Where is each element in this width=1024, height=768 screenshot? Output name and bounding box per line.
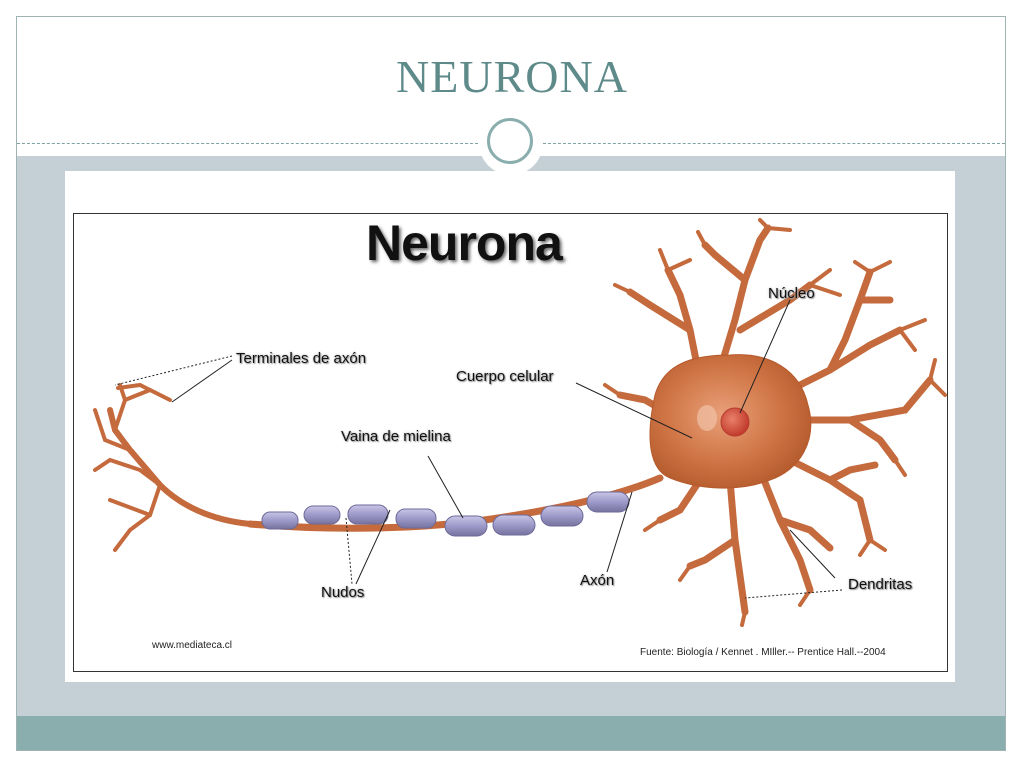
leader-lines <box>114 299 843 599</box>
title-divider-right <box>543 143 1005 144</box>
slide-title: NEURONA <box>396 51 628 102</box>
label-axon-terminals: Terminales de axón <box>236 350 367 367</box>
footer-band <box>17 716 1005 750</box>
label-nodes: Nudos <box>321 584 365 601</box>
diagram-border <box>73 213 948 672</box>
nucleus <box>720 407 750 437</box>
dendrite-branch <box>664 266 704 384</box>
label-cell-body: Cuerpo celular <box>456 368 554 385</box>
label-myelin-sheath: Vaina de mielina <box>341 428 451 445</box>
label-nucleus: Núcleo <box>768 285 815 302</box>
website-credit: www.mediateca.cl <box>152 640 233 651</box>
title-divider-left <box>17 143 483 144</box>
diagram-heading: Neurona <box>366 215 563 271</box>
source-credit: Fuente: Biología / Kennet . MIller.-- Pr… <box>640 647 886 658</box>
axon-terminals <box>93 382 172 552</box>
circle-ornament-icon <box>487 118 533 164</box>
label-axon: Axón <box>580 572 615 589</box>
myelin-sheaths <box>261 491 630 537</box>
cell-highlight <box>697 405 717 431</box>
dendrites <box>603 218 947 627</box>
label-dendrites: Dendritas <box>848 576 913 593</box>
